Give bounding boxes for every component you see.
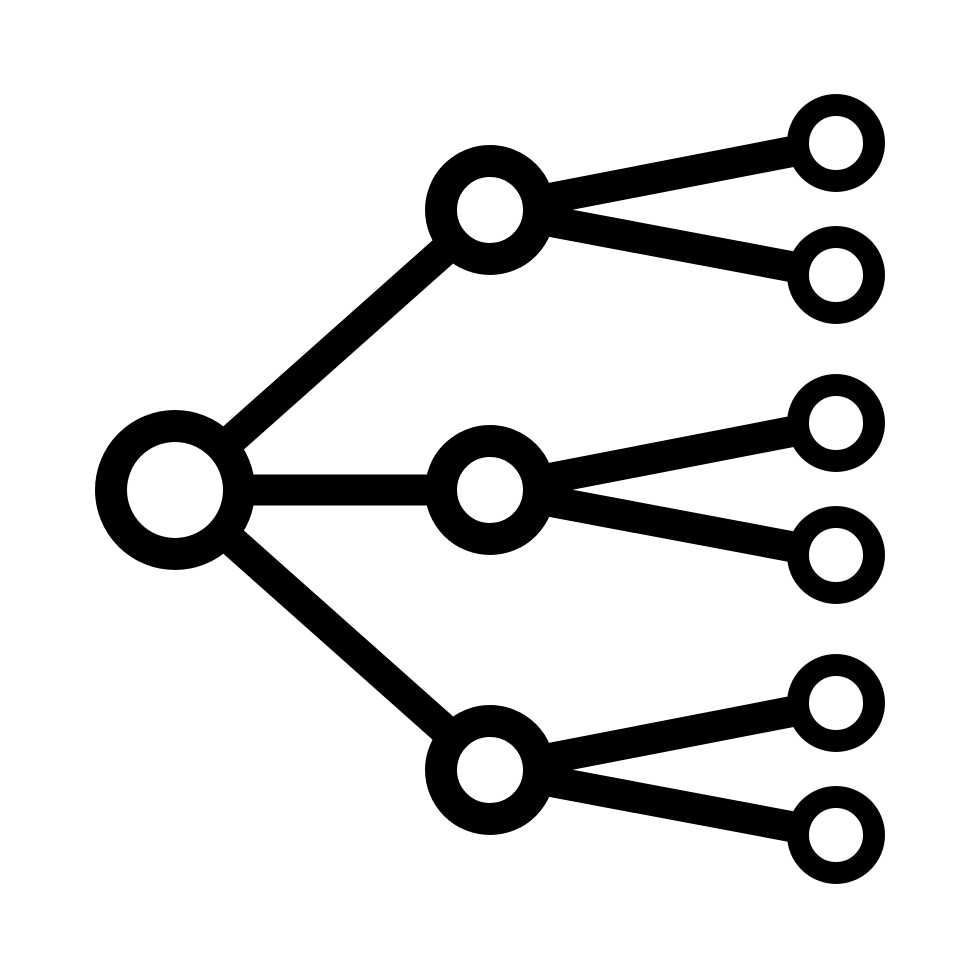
leaf-node-circle-1-1 [787, 94, 885, 192]
root-node-circle [95, 410, 255, 570]
leaf-node-circle-3-2 [787, 786, 885, 884]
branch-node-circle-3 [425, 705, 555, 835]
leaf-node-circle-2-2 [787, 506, 885, 604]
leaf-node-circle-3-1 [787, 654, 885, 752]
branch-node-circle-2 [425, 425, 555, 555]
branch-node-circle-1 [425, 145, 555, 275]
leaf-node-circle-1-2 [787, 226, 885, 324]
leaf-node-circle-2-1 [787, 374, 885, 472]
tree-nodes [95, 94, 885, 884]
